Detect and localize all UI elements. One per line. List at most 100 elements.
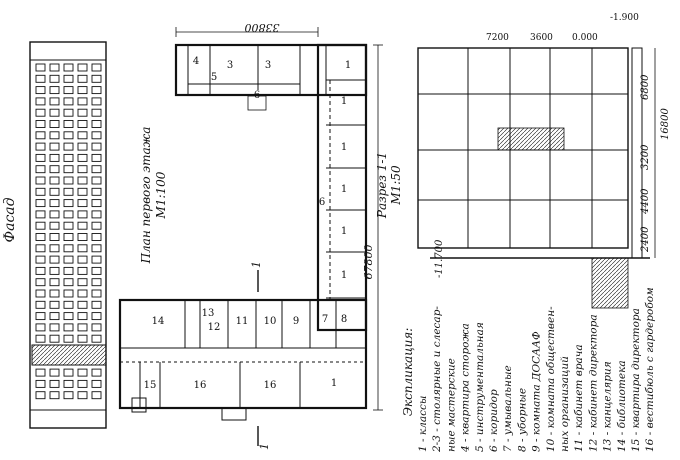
facade-window <box>91 266 102 275</box>
facade-window <box>63 153 74 162</box>
room-label: 8 <box>341 314 347 325</box>
facade-window <box>77 131 88 140</box>
facade-window <box>35 153 46 162</box>
legend-item: ных организаций <box>559 356 571 452</box>
facade-elevation: Фасад <box>2 41 107 429</box>
facade-window <box>63 379 74 388</box>
facade-window <box>77 266 88 275</box>
facade-window <box>77 300 88 309</box>
legend-item: 15 - квартира директора <box>630 308 642 452</box>
facade-window <box>91 379 102 388</box>
facade-window <box>49 63 60 72</box>
facade-window <box>91 176 102 185</box>
legend-item: 9 - комната ДОСААФ <box>531 331 543 452</box>
facade-window <box>49 391 60 400</box>
facade-window <box>49 108 60 117</box>
facade-window <box>91 187 102 196</box>
facade-window <box>49 187 60 196</box>
legend-item: 5 - инструментальная <box>474 322 486 452</box>
room-label: 3 <box>227 60 233 71</box>
legend-item: 6 - коридор <box>488 389 500 452</box>
room-label: 1 <box>341 142 347 153</box>
facade-window <box>77 199 88 208</box>
facade-window <box>49 334 60 343</box>
facade-window <box>91 323 102 332</box>
facade-window <box>35 334 46 343</box>
facade-window <box>63 266 74 275</box>
room-label: 16 <box>194 380 207 391</box>
legend-item: 13 - канцелярия <box>602 361 614 452</box>
room-label: 1 <box>341 270 347 281</box>
facade-window <box>91 108 102 117</box>
facade-window <box>91 142 102 151</box>
facade-window <box>35 221 46 230</box>
facade-window <box>35 142 46 151</box>
facade-window <box>49 210 60 219</box>
room-label: 1 <box>331 378 337 389</box>
facade-window <box>35 233 46 241</box>
room-label: 1 <box>345 60 351 71</box>
room-label: 1 <box>341 96 347 107</box>
facade-window <box>91 97 102 106</box>
level-minus-1900: -1.900 <box>610 13 639 23</box>
plan-room-labels: 1 3 3 4 5 6 1 1 1 1 1 6 8 7 9 10 11 12 1… <box>144 56 352 391</box>
legend-item: 10 - комната обществен- <box>545 306 557 452</box>
facade-window <box>63 221 74 230</box>
level-3600: 3600 <box>530 33 553 43</box>
dim-4400: 4400 <box>640 188 651 215</box>
facade-window <box>49 97 60 106</box>
dim-3200: 3200 <box>640 144 651 170</box>
facade-window <box>49 379 60 388</box>
facade-window <box>91 74 102 83</box>
facade-window <box>35 266 46 275</box>
facade-window <box>63 187 74 196</box>
facade-window <box>35 289 46 298</box>
facade-window <box>77 63 88 72</box>
facade-window <box>35 199 46 208</box>
facade-window <box>49 142 60 151</box>
facade-window <box>49 312 60 321</box>
facade-window <box>49 300 60 309</box>
facade-window <box>91 334 102 343</box>
facade-window <box>63 176 74 185</box>
facade-window <box>35 323 46 332</box>
facade-window <box>77 210 88 219</box>
facade-window <box>77 142 88 151</box>
facade-window <box>77 255 88 264</box>
facade-window <box>91 312 102 321</box>
facade-window <box>49 266 60 275</box>
facade-window <box>63 323 74 332</box>
dim-total-length: 67800 <box>362 245 375 280</box>
room-label: 13 <box>202 308 215 319</box>
facade-window <box>77 165 88 174</box>
facade-window <box>91 120 102 128</box>
facade-window <box>77 391 88 400</box>
facade-window <box>77 86 88 95</box>
room-label: 15 <box>144 380 157 391</box>
legend-title: Экспликация: <box>401 328 415 417</box>
facade-window <box>63 289 74 298</box>
legend-item: 7 - умывальные <box>502 365 514 452</box>
facade-window <box>91 300 102 309</box>
facade-window <box>63 63 74 72</box>
facade-window <box>91 221 102 230</box>
dim-top-width: 33800 <box>245 21 280 34</box>
facade-window <box>77 379 88 388</box>
facade-window <box>91 233 102 241</box>
room-label: 3 <box>265 60 271 71</box>
room-label: 16 <box>264 380 277 391</box>
facade-window <box>63 108 74 117</box>
dim-16800: 16800 <box>660 108 671 140</box>
facade-window <box>63 300 74 309</box>
facade-window <box>77 334 88 343</box>
facade-window <box>77 74 88 83</box>
facade-window <box>91 278 102 287</box>
facade-window <box>49 199 60 208</box>
facade-window <box>77 108 88 117</box>
facade-window <box>35 312 46 321</box>
facade-window <box>77 244 88 253</box>
facade-window <box>91 153 102 162</box>
facade-title: Фасад <box>2 197 18 242</box>
facade-window <box>35 244 46 253</box>
